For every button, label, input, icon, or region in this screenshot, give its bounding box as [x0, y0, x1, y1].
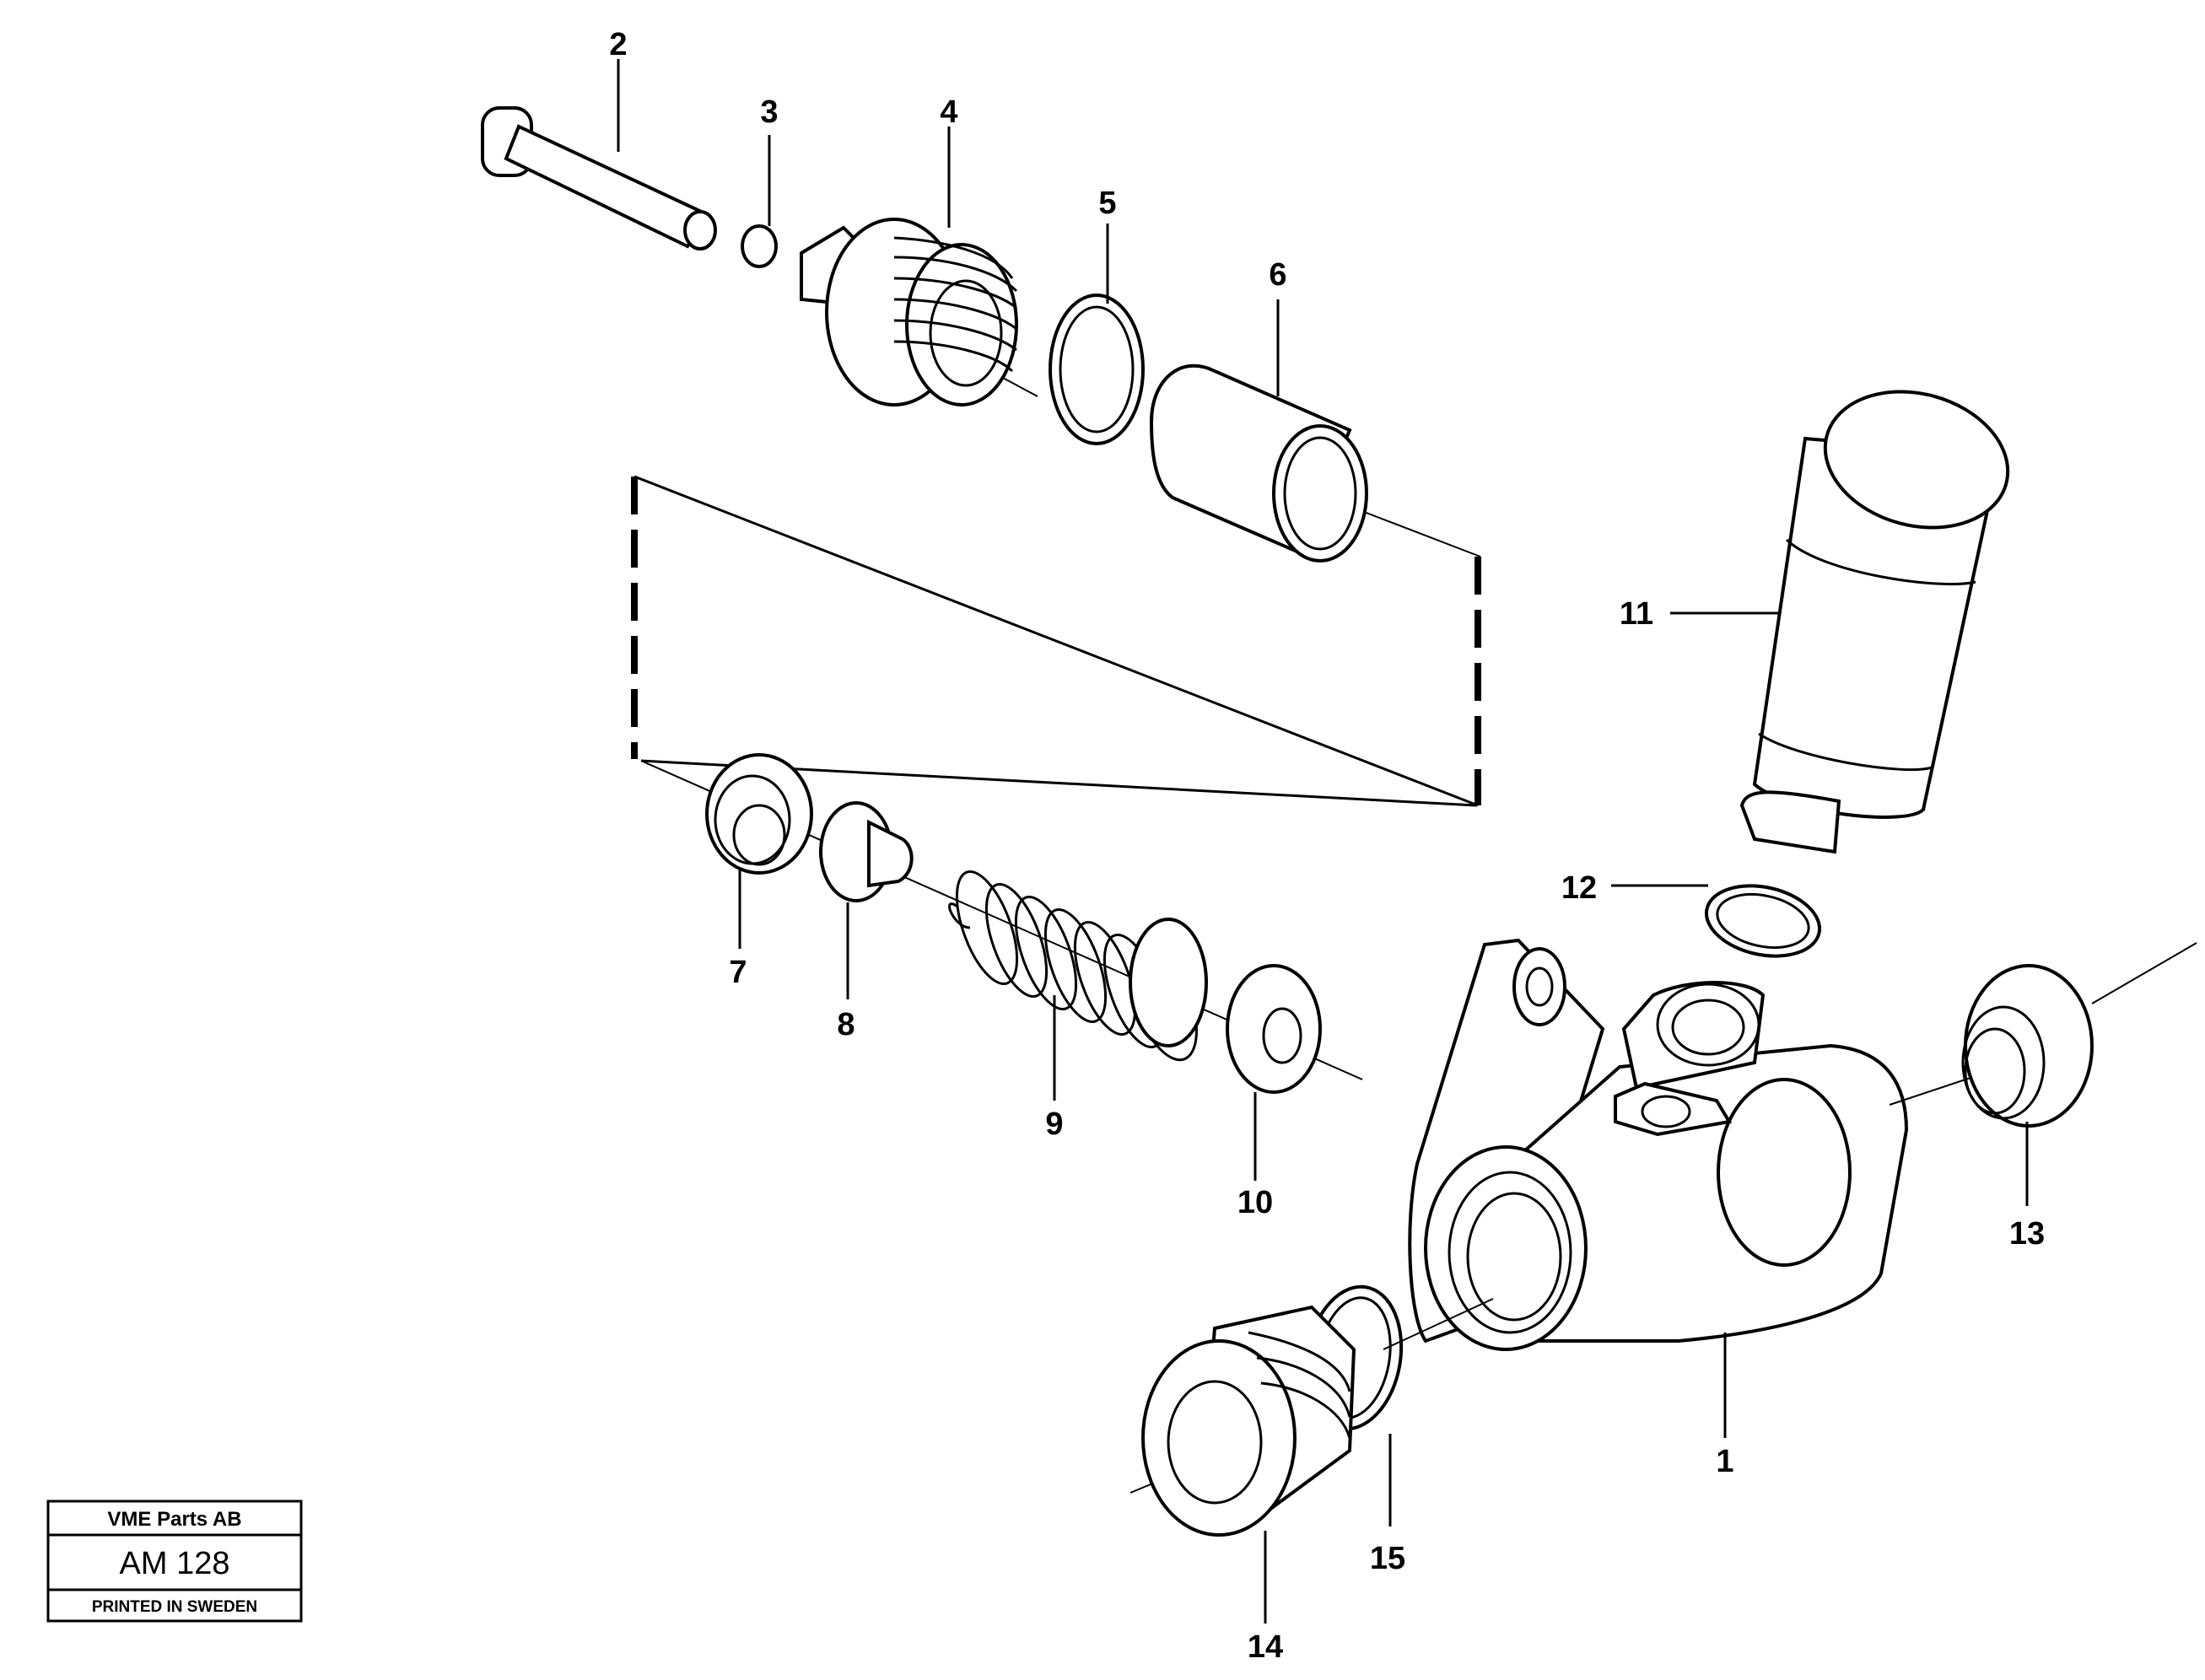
callout-12: 12 — [1561, 870, 1597, 906]
title-block-company: VME Parts AB — [107, 1508, 241, 1531]
callout-1: 1 — [1716, 1444, 1733, 1479]
part-8-valve — [819, 801, 914, 902]
callout-15: 15 — [1370, 1541, 1405, 1576]
part-5-seal-ring — [1049, 293, 1145, 445]
callout-labels: 2 3 4 5 6 11 12 7 8 9 10 13 1 15 14 — [609, 27, 2045, 1665]
callout-3: 3 — [760, 94, 778, 130]
part-12-o-ring — [1704, 884, 1822, 958]
callout-13: 13 — [2009, 1216, 2045, 1252]
callout-9: 9 — [1045, 1107, 1063, 1142]
callout-4: 4 — [940, 94, 957, 130]
callout-10: 10 — [1237, 1185, 1273, 1220]
part-6-sleeve — [1149, 363, 1368, 563]
callout-6: 6 — [1269, 257, 1286, 293]
title-block: VME Parts AB AM 128 PRINTED IN SWEDEN — [46, 1500, 303, 1623]
callout-7: 7 — [729, 955, 747, 990]
callout-8: 8 — [837, 1007, 855, 1042]
part-4-threaded-plug — [800, 218, 1018, 407]
callout-2: 2 — [609, 27, 627, 62]
callout-5: 5 — [1098, 186, 1116, 221]
callout-11: 11 — [1620, 596, 1653, 632]
part-10-washer — [1226, 964, 1322, 1094]
part-1-housing — [1408, 938, 1909, 1351]
part-9-spring — [948, 870, 1208, 1062]
part-3-o-ring — [741, 224, 778, 268]
callout-14: 14 — [1248, 1629, 1283, 1665]
part-14-hex-nipple — [1129, 1298, 1494, 1537]
part-2-bolt — [481, 106, 717, 250]
part-13-plug — [1889, 942, 2197, 1128]
title-block-printed: PRINTED IN SWEDEN — [92, 1598, 257, 1616]
title-block-drawing-number: AM 128 — [120, 1546, 230, 1581]
leader-lines — [617, 59, 2029, 1623]
part-11-cap-housing — [1739, 390, 2010, 854]
part-7-cup-seal — [705, 753, 813, 875]
